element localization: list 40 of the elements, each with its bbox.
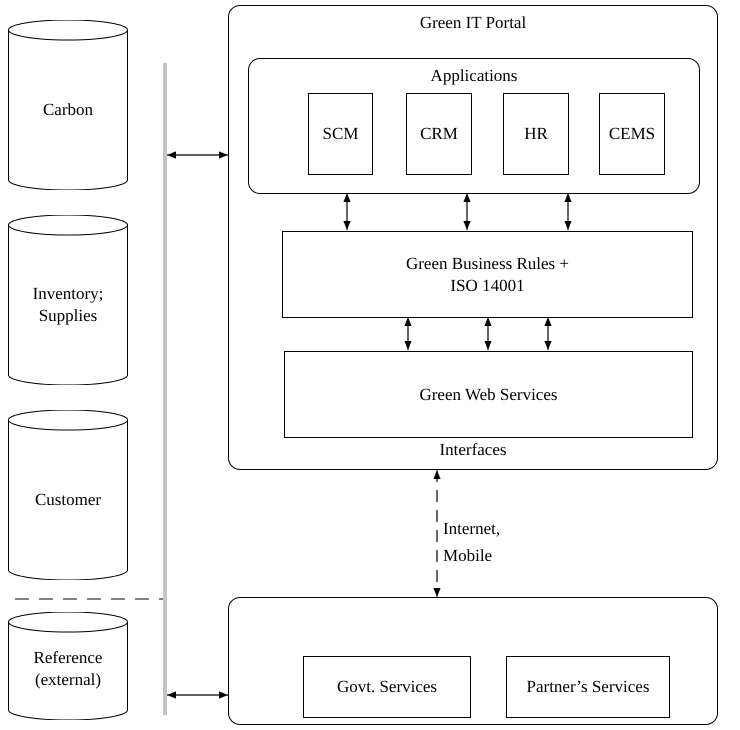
process-box [308,93,373,175]
label: Partner’s Services [526,676,650,698]
heading: Interfaces [438,438,508,461]
label: SCM [322,122,360,145]
database-cylinder [8,612,128,720]
process-box [503,93,569,175]
heading: Reference (external) [32,647,104,692]
heading: Applications [430,65,518,87]
arrow [433,470,441,597]
label: CEMS [608,122,656,145]
database-cylinder [8,20,128,190]
arrow [463,193,471,230]
database-cylinder [8,215,128,385]
container-panel [228,597,718,725]
container-panel [228,5,718,470]
label: Green Business Rules + ISO 14001 [404,252,570,296]
label: Govt. Services [336,676,438,698]
process-box [284,351,693,438]
heading: Customer [34,489,102,512]
arrow [564,193,572,230]
container-panel [248,58,700,194]
label: HR [523,122,549,145]
process-box [282,231,693,318]
arrow [484,317,492,350]
heading: Carbon [42,99,94,122]
arrow [404,317,412,350]
label: Green Web Services [418,383,559,406]
arrow [167,151,228,159]
process-box [599,93,665,175]
heading: Inventory; Supplies [32,283,104,328]
arrow [167,691,228,699]
arrow [343,193,351,230]
process-box [406,93,472,175]
process-box [506,656,670,718]
process-box [303,656,471,718]
bus-bar [163,63,167,715]
database-cylinder [8,410,128,580]
label: CRM [419,122,459,145]
arrow [544,317,552,350]
heading: Green IT Portal [418,12,528,34]
